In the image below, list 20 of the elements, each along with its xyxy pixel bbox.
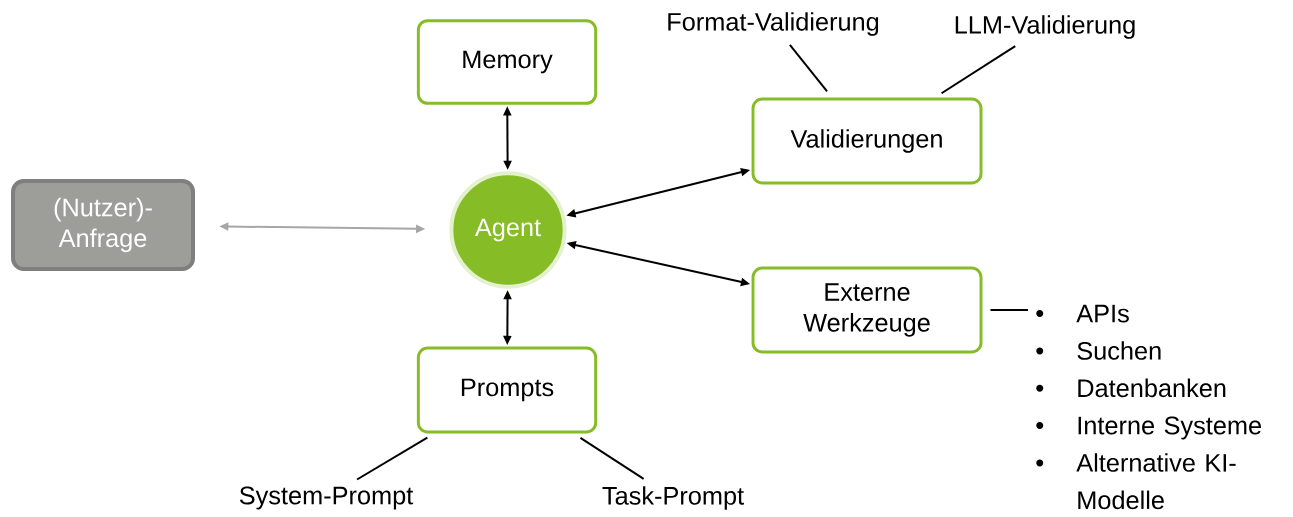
node-label: Alternative KI-Modelle	[1076, 453, 1236, 510]
process-box: Memory	[416, 19, 598, 105]
leader-line	[356, 436, 429, 481]
process-box: Externe Werkzeuge	[751, 266, 983, 354]
bare-text: Format-Validierung	[668, 12, 879, 36]
leader-line	[579, 436, 645, 480]
bullet-list: APIs Suchen Datenbanken Interne Systeme Alternative KI-Modelle	[1036, 304, 1261, 510]
node-label: APIs	[1076, 304, 1129, 323]
process-box: Prompts	[416, 346, 598, 434]
leader-line	[989, 309, 1029, 311]
node-label: Suchen	[1077, 341, 1161, 360]
bare-text: System-Prompt	[239, 486, 414, 510]
bare-text: LLM-Validierung	[955, 15, 1135, 39]
request-box: (Nutzer)-Anfrage	[11, 179, 195, 271]
leader-line	[788, 43, 829, 93]
process-box: Validierungen	[751, 97, 983, 185]
node-label: Datenbanken	[1078, 378, 1226, 398]
node-label: Interne Systeme	[1078, 416, 1261, 440]
bare-text: Task-Prompt	[602, 486, 744, 510]
leader-line	[940, 45, 1017, 95]
